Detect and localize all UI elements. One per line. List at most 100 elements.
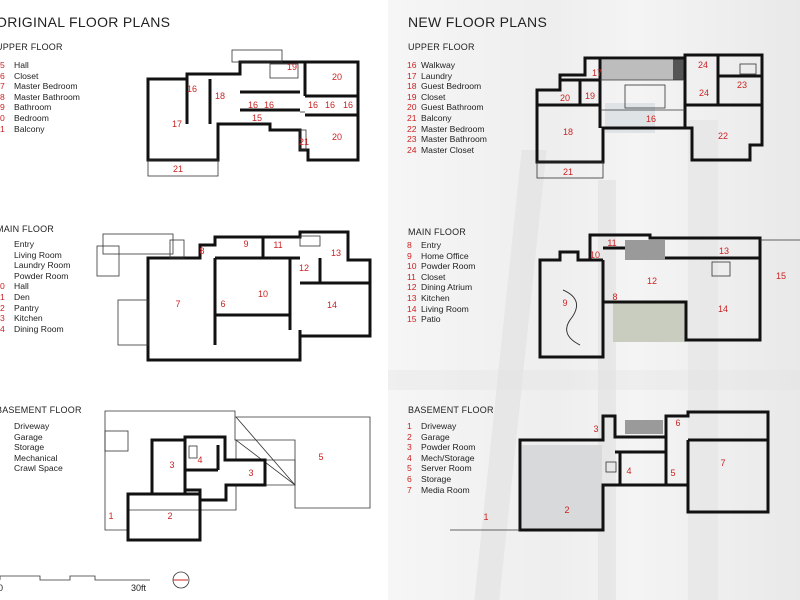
legend-number: 19 — [407, 91, 417, 102]
new-title: NEW FLOOR PLANS — [408, 14, 548, 30]
legend-label: Patio — [421, 314, 441, 325]
legend-label: Balcony — [14, 123, 45, 134]
room-number: 20 — [560, 93, 570, 103]
room-number: 15 — [776, 271, 786, 281]
room-number: 8 — [612, 292, 617, 302]
north-arrow — [172, 571, 190, 589]
legend-label: Pantry — [14, 302, 39, 313]
legend-label: Crawl Space — [14, 463, 63, 474]
legend-label: Living Room — [14, 249, 62, 260]
original-main-legend-item: Entry — [0, 239, 70, 250]
original-basement-legend-item: Crawl Space — [0, 463, 63, 474]
legend-label: Powder Room — [14, 270, 69, 281]
legend-label: Bathroom — [14, 102, 52, 113]
room-number: 9 — [243, 239, 248, 249]
legend-label: Walkway — [421, 60, 456, 70]
legend-label: Powder Room — [421, 261, 476, 272]
room-number: 16 — [343, 100, 353, 110]
original-basement-legend-item: Garage — [0, 432, 63, 443]
legend-number: 12 — [407, 282, 417, 293]
room-number: 1 — [108, 511, 113, 521]
room-number: 15 — [252, 113, 262, 123]
room-number: 16 — [308, 100, 318, 110]
legend-number: 8 — [0, 91, 5, 102]
room-number: 20 — [332, 132, 342, 142]
legend-label: Mechanical — [14, 452, 58, 463]
legend-number: 7 — [407, 484, 412, 495]
room-number: 16 — [187, 84, 197, 94]
room-number: 1 — [483, 512, 488, 522]
legend-number: 6 — [0, 70, 5, 81]
room-number: 17 — [592, 68, 602, 78]
legend-number: 3 — [407, 442, 412, 453]
legend-number: 4 — [0, 323, 5, 334]
legend-label: Driveway — [421, 421, 457, 431]
room-number: 8 — [199, 246, 204, 256]
legend-number: 1 — [0, 123, 5, 134]
legend-number: 10 — [407, 261, 417, 272]
legend-label: Garage — [421, 431, 450, 442]
original-basement-legend-item: Driveway — [0, 421, 63, 432]
legend-number: 0 — [0, 112, 5, 123]
room-number: 13 — [331, 248, 341, 258]
room-number: 4 — [626, 466, 631, 476]
new-main-heading: MAIN FLOOR — [408, 227, 467, 237]
legend-number: 17 — [407, 70, 417, 81]
room-number: 11 — [607, 238, 616, 248]
legend-number: 9 — [0, 102, 5, 113]
room-number: 22 — [718, 131, 728, 141]
room-number: 3 — [248, 468, 253, 478]
legend-label: Living Room — [421, 303, 469, 314]
legend-number: 8 — [407, 240, 412, 250]
legend-label: Entry — [421, 240, 442, 250]
original-basement-legend-item: Storage — [0, 442, 63, 453]
legend-number: 11 — [407, 271, 416, 282]
legend-label: Hall — [14, 60, 29, 70]
original-upper-heading: UPPER FLOOR — [0, 42, 63, 52]
room-number: 21 — [173, 164, 183, 174]
room-number: 10 — [590, 250, 600, 260]
legend-number: 5 — [0, 60, 5, 70]
original-main-legend-item: Powder Room — [0, 271, 70, 282]
room-number: 7 — [175, 299, 180, 309]
legend-number: 6 — [407, 473, 412, 484]
legend-label: Server Room — [421, 463, 472, 474]
legend-label: Driveway — [14, 421, 50, 431]
room-number: 2 — [167, 511, 172, 521]
original-main-floor-plan — [96, 230, 372, 362]
room-number: 5 — [318, 452, 323, 462]
room-number: 23 — [737, 80, 747, 90]
room-number: 14 — [718, 304, 728, 314]
room-number: 20 — [332, 72, 342, 82]
room-number: 18 — [563, 127, 573, 137]
legend-number: 5 — [407, 463, 412, 474]
background-photo-strip — [688, 120, 718, 600]
legend-label: Dining Room — [14, 323, 64, 334]
legend-label: Kitchen — [421, 292, 450, 303]
room-number: 12 — [299, 263, 309, 273]
new-basement-legend-item: 5 Server Room — [407, 463, 475, 474]
